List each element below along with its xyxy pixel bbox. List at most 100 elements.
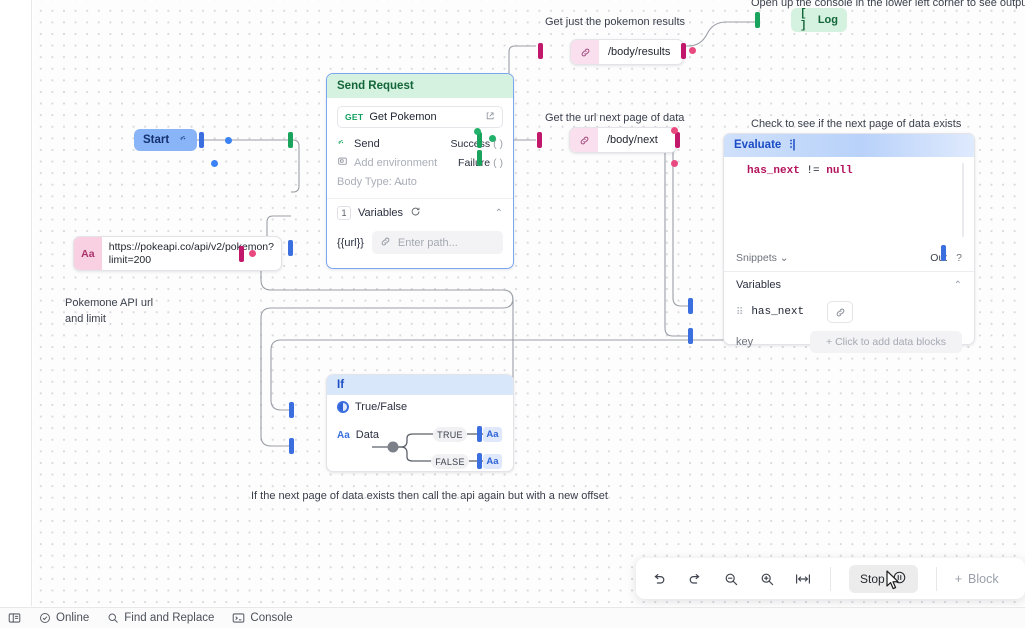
wire-dot-start[interactable] <box>225 137 232 144</box>
undo-icon[interactable] <box>650 570 668 588</box>
add-data-blocks-button[interactable]: + Click to add data blocks <box>810 331 962 353</box>
wire-dot-success[interactable] <box>489 135 496 142</box>
body-type-row[interactable]: Body Type: Auto ⌄ <box>337 172 503 191</box>
path-next-output-port[interactable] <box>675 132 680 148</box>
failure-output[interactable]: Failure ( ) <box>458 157 503 169</box>
wire-dot-next-2[interactable] <box>671 160 678 167</box>
chevron-down-icon: ⌄ <box>779 252 789 264</box>
send-label: Send <box>354 137 380 150</box>
zoom-out-icon[interactable] <box>722 570 740 588</box>
annotation-pokemon-results: Get just the pokemon results <box>545 16 686 28</box>
code-variable: has_next <box>747 165 800 177</box>
search-icon <box>107 612 119 624</box>
log-input-port[interactable] <box>755 12 760 28</box>
evaluate-variable-name: has_next <box>751 306 805 318</box>
code-literal: null <box>826 165 853 177</box>
if-false-output-port[interactable] <box>477 453 482 469</box>
environment-row[interactable]: Add environment Failure ( ) <box>337 153 503 172</box>
status-bar: Online Find and Replace Console <box>0 607 1025 628</box>
path-results-input-port[interactable] <box>538 43 543 59</box>
snippets-button[interactable]: Snippets ⌄ <box>736 252 789 264</box>
request-selector[interactable]: GET Get Pokemon <box>337 106 503 128</box>
online-status[interactable]: Online <box>39 612 89 624</box>
variable-row[interactable]: {{url}} Enter path... <box>327 227 513 263</box>
start-output-port[interactable] <box>199 132 204 148</box>
url-node-output-port[interactable] <box>239 246 244 262</box>
zoom-in-icon[interactable] <box>758 570 776 588</box>
evaluate-code-editor[interactable]: has_next != null <box>724 157 974 249</box>
wire-dot-secondary[interactable] <box>211 160 218 167</box>
variable-path-input[interactable]: Enter path... <box>371 231 503 254</box>
add-block-button[interactable]: + Block <box>955 572 999 586</box>
chevron-up-icon[interactable]: ⌃ <box>953 279 962 291</box>
url-value-node[interactable]: Aa https://pokeapi.co/api/v2/pokemon?lim… <box>73 236 282 271</box>
variables-label: Variables <box>358 207 404 219</box>
text-type-icon: Aa <box>74 237 102 270</box>
if-node[interactable]: If True/False Aa Data TRUE <box>326 374 514 472</box>
send-input-port[interactable] <box>288 132 293 148</box>
evaluate-variables-header[interactable]: Variables ⌃ <box>724 272 974 298</box>
evaluate-node[interactable]: Evaluate ⫶| has_next != null Snippets ⌄ … <box>723 133 975 353</box>
if-true-output-port[interactable] <box>477 426 482 442</box>
if-data-input-port[interactable] <box>289 438 294 454</box>
path-results-output-port[interactable] <box>681 43 686 59</box>
annotation-console-hint: Open up the console in the lower left co… <box>751 0 1025 9</box>
wire-dot-next-1[interactable] <box>671 127 678 134</box>
code-scrollbar[interactable] <box>962 163 964 237</box>
wire-dot-success-2[interactable] <box>474 128 481 135</box>
if-false-output-chip[interactable]: Aa <box>483 454 502 469</box>
chevron-down-icon[interactable]: ⌄ <box>396 176 406 188</box>
if-data-row[interactable]: Aa Data <box>327 413 513 441</box>
path-next-node[interactable]: /body/next <box>569 127 677 153</box>
annotation-loop-explanation: If the next page of data exists then cal… <box>251 490 608 502</box>
annotation-check-next-page: Check to see if the next page of data ex… <box>751 118 962 130</box>
plus-icon: + <box>954 571 962 586</box>
path-results-node[interactable]: /body/results <box>570 39 684 65</box>
environment-icon <box>337 156 348 170</box>
snippets-label: Snippets <box>736 252 777 264</box>
flow-canvas[interactable]: Open up the console in the lower left co… <box>33 0 1025 606</box>
evaluate-key-input-port[interactable] <box>688 328 693 344</box>
panel-toggle-button[interactable] <box>8 612 21 624</box>
find-and-replace-button[interactable]: Find and Replace <box>107 612 214 624</box>
if-true-output-chip[interactable]: Aa <box>483 427 502 442</box>
evaluate-hasnext-input-port[interactable] <box>688 298 693 314</box>
refresh-icon[interactable] <box>410 206 421 220</box>
start-node-label: Start <box>143 134 170 146</box>
success-label: Success <box>450 137 491 150</box>
evaluate-out[interactable]: Out ? <box>930 252 962 264</box>
console-button[interactable]: Console <box>232 612 293 624</box>
link-icon[interactable] <box>827 301 854 323</box>
stop-button[interactable]: Stop <box>849 564 918 593</box>
variables-section-header[interactable]: 1 Variables ⌃ <box>327 199 513 227</box>
canvas-toolbar[interactable]: Stop + Block <box>636 558 1025 599</box>
path-next-input-port[interactable] <box>537 132 542 148</box>
wire-dot-url[interactable] <box>249 250 256 257</box>
http-method-label: GET <box>345 112 364 122</box>
drag-handle-icon[interactable]: ⠿ <box>736 306 743 318</box>
path-next-value[interactable]: /body/next <box>607 134 658 146</box>
evaluate-key-row[interactable]: key + Click to add data blocks <box>724 326 974 361</box>
redo-icon[interactable] <box>686 570 704 588</box>
help-icon[interactable]: ? <box>956 252 962 264</box>
evaluate-variables-label: Variables <box>736 279 782 291</box>
fit-to-width-icon[interactable] <box>794 570 812 588</box>
success-ports: ( ) <box>493 137 503 150</box>
failure-output-port[interactable] <box>477 150 482 166</box>
if-condition-input-port[interactable] <box>289 402 294 418</box>
evaluate-out-port[interactable] <box>941 245 946 261</box>
path-results-value[interactable]: /body/results <box>608 46 671 58</box>
success-output-port[interactable] <box>477 132 482 148</box>
annotation-next-page-url: Get the url next page of data <box>545 112 685 124</box>
chevron-up-icon[interactable]: ⌃ <box>494 207 503 219</box>
log-node[interactable]: [ ] Log <box>791 8 847 32</box>
if-condition-row[interactable]: True/False <box>327 395 513 413</box>
external-link-icon[interactable] <box>485 111 495 124</box>
evaluate-variable-row[interactable]: ⠿ has_next <box>724 298 974 326</box>
send-request-node[interactable]: Send Request GET Get Pokemon <box>326 73 514 269</box>
wire-dot-results[interactable] <box>689 47 696 54</box>
add-environment-label: Add environment <box>354 156 438 169</box>
variable-input-port[interactable] <box>288 240 293 256</box>
start-node[interactable]: Start <box>134 129 197 151</box>
url-value-text[interactable]: https://pokeapi.co/api/v2/pokemon?limit=… <box>108 241 274 266</box>
